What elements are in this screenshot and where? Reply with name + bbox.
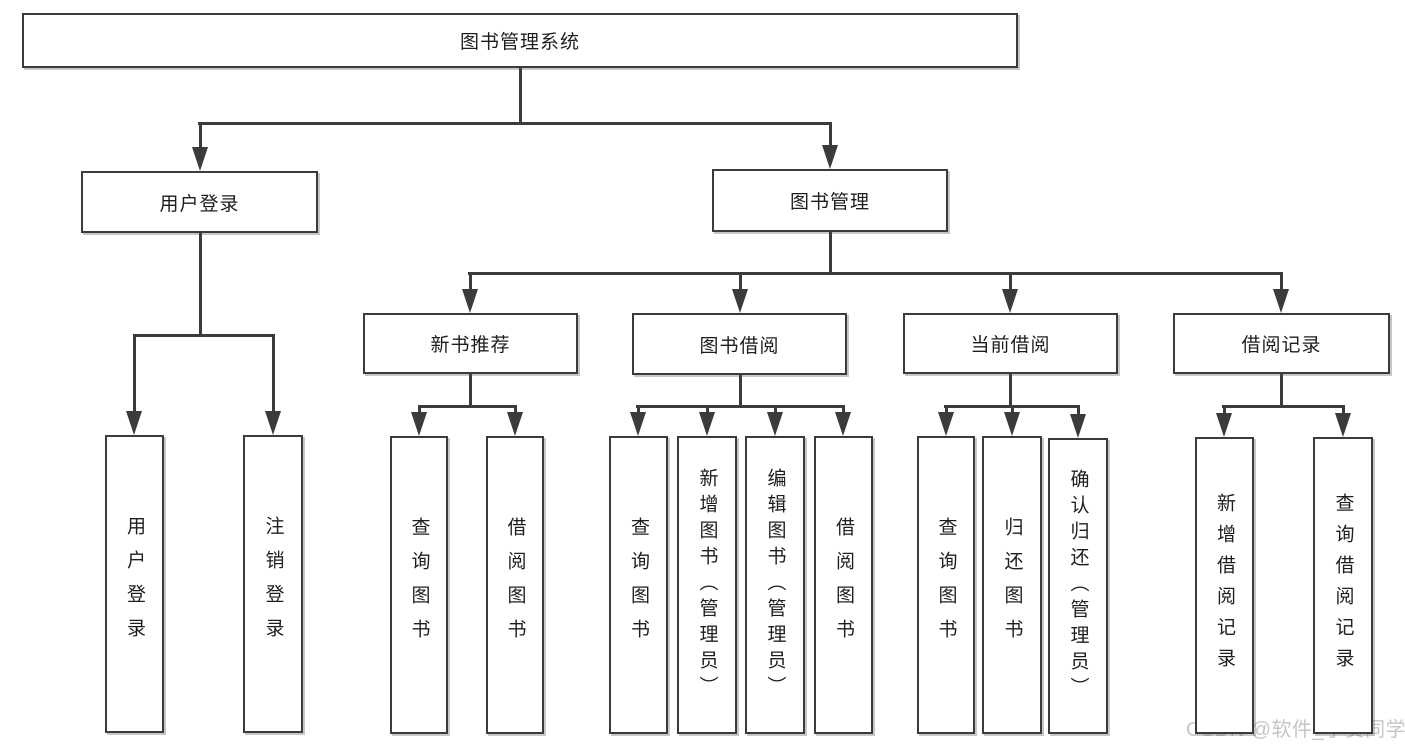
node-current-borrow: 当前借阅 (903, 313, 1118, 374)
node-br-add-record: 新增借阅记录 (1195, 437, 1254, 734)
node-book-mgmt: 图书管理 (712, 169, 948, 232)
node-borrow-records: 借阅记录 (1173, 313, 1390, 374)
arrowhead-down-icon (411, 412, 427, 436)
connector-hline (1222, 404, 1345, 408)
arrowhead-down-icon (1070, 414, 1086, 438)
node-ul-logout: 注销登录 (243, 435, 303, 733)
arrowhead-down-icon (265, 411, 281, 435)
connector-vline (636, 406, 640, 416)
node-label: 用户登录 (124, 516, 145, 652)
node-cb-query-books: 查询图书 (917, 436, 975, 734)
node-bb-borrow-books: 借阅图书 (814, 436, 873, 734)
arrowhead-down-icon (1002, 289, 1018, 313)
node-cb-return-books: 归还图书 (982, 436, 1042, 734)
connector-vline (705, 406, 709, 416)
connector-hline (944, 404, 1080, 408)
node-label: 注销登录 (262, 516, 284, 652)
node-label: 新增借阅记录 (1214, 492, 1235, 679)
connector-vline (944, 406, 948, 416)
arrowhead-down-icon (835, 412, 851, 436)
node-label: 当前借阅 (970, 335, 1051, 356)
connector-hline (418, 404, 517, 408)
arrowhead-down-icon (1216, 413, 1232, 437)
connector-vline (513, 406, 517, 416)
connector-vline (468, 273, 472, 292)
node-label: 图书管理系统 (459, 32, 580, 53)
node-book-borrow: 图书借阅 (632, 313, 847, 375)
arrowhead-down-icon (1335, 413, 1351, 437)
arrowhead-down-icon (732, 289, 748, 313)
connector-vline (1076, 406, 1080, 416)
connector-hline (468, 271, 1283, 275)
connector-vline (1279, 273, 1283, 292)
node-label: 用户登录 (159, 193, 240, 215)
node-bb-query-books: 查询图书 (609, 436, 668, 734)
connector-vline (828, 123, 832, 149)
connector-vline (417, 406, 421, 416)
connector-vline (271, 335, 275, 414)
arrowhead-down-icon (938, 412, 954, 436)
node-label: 借阅图书 (504, 517, 526, 653)
connector-vline (828, 232, 832, 275)
node-br-query-record: 查询借阅记录 (1313, 437, 1373, 734)
node-root: 图书管理系统 (22, 13, 1018, 68)
arrowhead-down-icon (630, 412, 646, 436)
node-label: 新增图书（管理员） (696, 468, 718, 702)
connector-vline (198, 123, 202, 150)
node-nbr-borrow-books: 借阅图书 (486, 436, 544, 734)
node-label: 确认归还（管理员） (1067, 469, 1089, 703)
node-nbr-query-books: 查询图书 (390, 436, 448, 734)
connector-vline (132, 335, 136, 414)
connector-vline (1008, 273, 1012, 292)
connector-hline (636, 404, 845, 408)
connector-vline (841, 406, 845, 416)
connector-vline (1008, 374, 1012, 408)
node-new-book-rec: 新书推荐 (363, 313, 578, 374)
node-label: 查询图书 (628, 517, 649, 653)
node-label: 查询图书 (408, 517, 430, 653)
connector-vline (1222, 406, 1226, 416)
connector-vline (1341, 406, 1345, 416)
node-label: 归还图书 (1001, 517, 1023, 653)
node-label: 编辑图书（管理员） (764, 468, 786, 702)
node-user-login: 用户登录 (81, 171, 318, 233)
connector-vline (1279, 374, 1283, 408)
node-bb-edit-books: 编辑图书（管理员） (745, 436, 805, 734)
arrowhead-down-icon (1273, 289, 1289, 313)
node-label: 查询借阅记录 (1332, 492, 1354, 679)
connector-hline (133, 333, 275, 337)
node-label: 借阅记录 (1241, 335, 1322, 356)
node-label: 图书管理 (789, 192, 870, 213)
node-cb-confirm-return: 确认归还（管理员） (1048, 438, 1108, 734)
node-label: 借阅图书 (833, 517, 854, 653)
connector-vline (468, 374, 472, 408)
node-label: 图书借阅 (699, 335, 780, 357)
arrowhead-down-icon (126, 411, 142, 435)
arrowhead-down-icon (767, 412, 783, 436)
arrowhead-down-icon (507, 412, 523, 436)
arrowhead-down-icon (822, 145, 838, 169)
arrowhead-down-icon (699, 412, 715, 436)
arrowhead-down-icon (1004, 412, 1020, 436)
connector-vline (518, 68, 522, 125)
node-bb-add-books: 新增图书（管理员） (677, 436, 737, 734)
arrowhead-down-icon (462, 289, 478, 313)
arrowhead-down-icon (192, 147, 208, 171)
connector-vline (773, 406, 777, 416)
connector-vline (198, 233, 202, 337)
connector-vline (1010, 406, 1014, 416)
node-label: 新书推荐 (430, 335, 511, 356)
node-ul-user-login: 用户登录 (105, 435, 164, 733)
connector-vline (738, 273, 742, 292)
connector-hline (198, 121, 832, 125)
node-label: 查询图书 (935, 517, 957, 653)
connector-vline (738, 375, 742, 408)
